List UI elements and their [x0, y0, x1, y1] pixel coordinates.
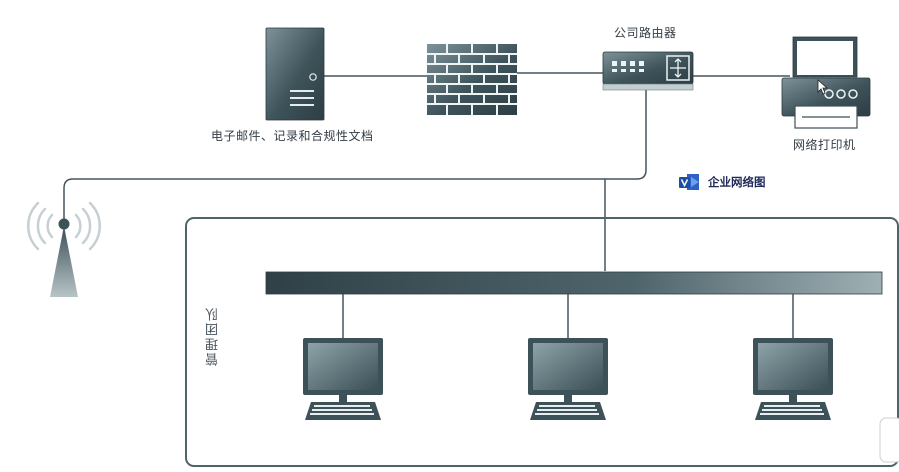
server-label: 电子邮件、记录和合规性文档: [211, 129, 374, 143]
computer-icon-1: [303, 338, 383, 420]
server-icon: [265, 27, 325, 121]
router-icon: [602, 51, 694, 91]
visio-logo-icon: [679, 174, 699, 190]
computer-icon-3: [753, 338, 833, 420]
mouse-cursor-icon: [817, 79, 829, 95]
scroll-handle[interactable]: [879, 417, 899, 463]
team-frame: [185, 217, 899, 467]
computer-icon-2: [528, 338, 608, 420]
connections: [63, 72, 794, 338]
printer-label: 网络打印机: [793, 138, 856, 152]
wireless-tower-icon: [27, 201, 101, 297]
printer-icon: [781, 36, 871, 129]
link-router-wireless: [63, 90, 647, 222]
router-label: 公司路由器: [614, 26, 677, 40]
firewall-icon: [427, 44, 517, 115]
brand-title: 企业网络图: [708, 175, 766, 189]
brand: 企业网络图: [678, 173, 766, 191]
backbone-switch: [265, 271, 883, 295]
team-label: 管理团队: [206, 306, 221, 366]
